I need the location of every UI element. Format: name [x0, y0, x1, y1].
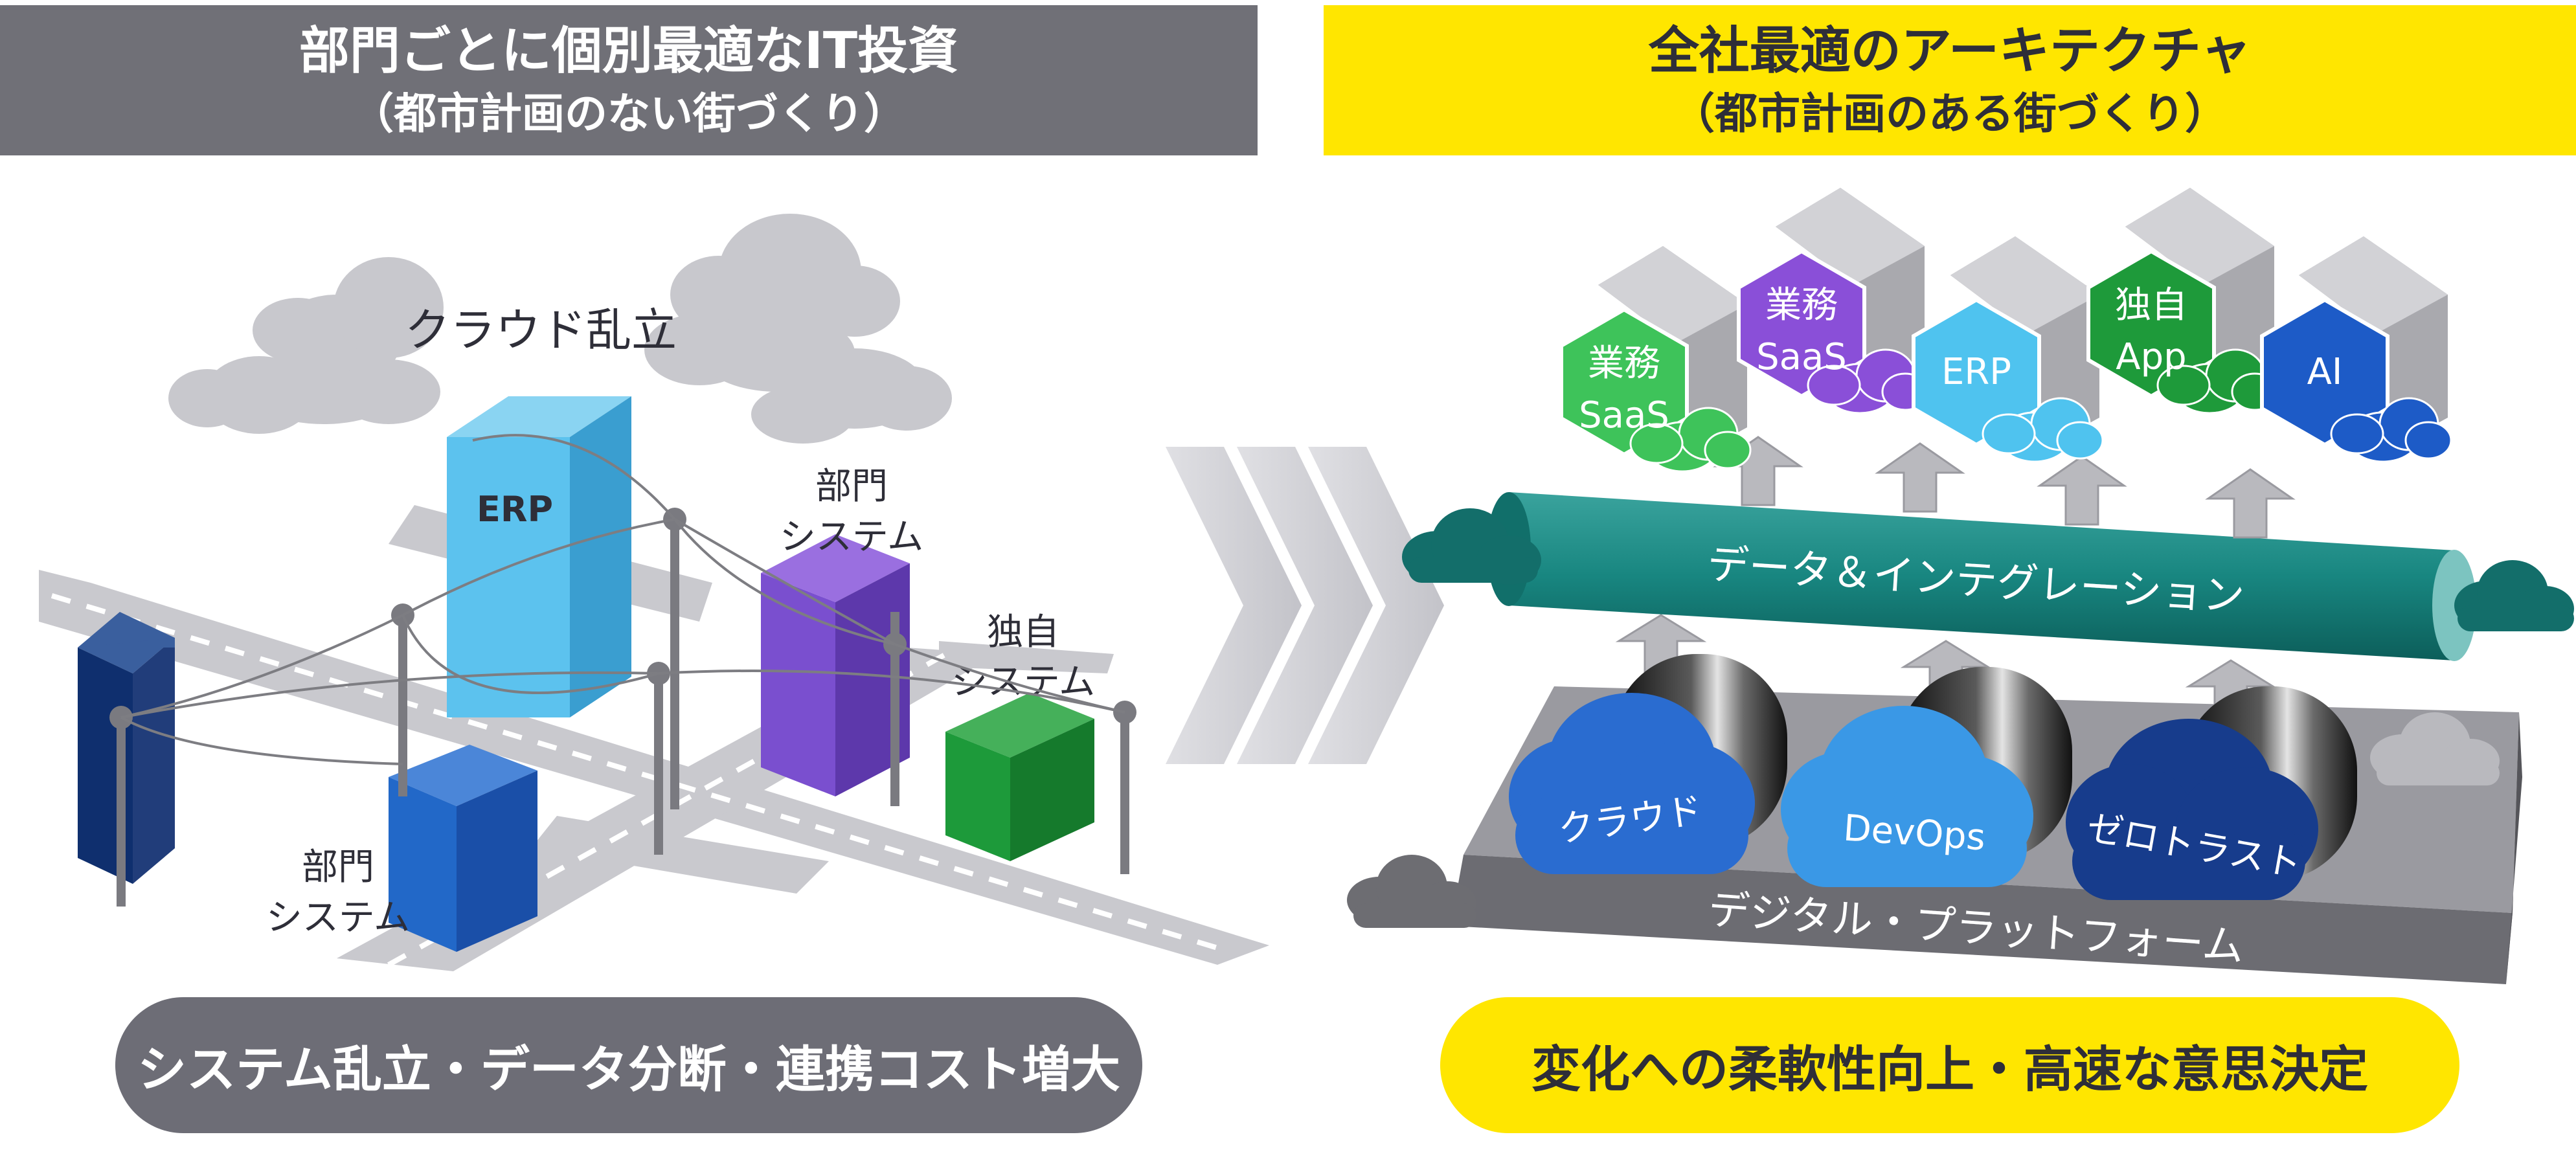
- app-hex-3: 独自 App: [2088, 188, 2277, 413]
- dept-system-b-label-line2: システム: [266, 897, 410, 939]
- cloud-sprawl-label: クラウド乱立: [405, 304, 677, 357]
- dept-system-a-label-line2: システム: [780, 516, 923, 558]
- dept-system-b-label-line1: 部門: [302, 846, 374, 888]
- own-system-label-line2: システム: [951, 661, 1095, 703]
- left-summary-pill: システム乱立・データ分断・連携コスト増大: [115, 997, 1142, 1133]
- dept-system-a-label-line1: 部門: [815, 466, 888, 508]
- app-hex-0: 業務 SaaS: [1561, 246, 1750, 471]
- app-hex-label: SaaS: [1756, 336, 1847, 378]
- app-hex-label: 独自: [2115, 284, 2187, 326]
- app-hex-label: SaaS: [1579, 394, 1669, 436]
- erp-tower-label: ERP: [477, 489, 553, 530]
- transition-arrow: [1166, 447, 1444, 764]
- app-hex-label: ERP: [1941, 351, 2011, 393]
- app-hex-label: 業務: [1765, 284, 1838, 326]
- right-summary-pill: 変化への柔軟性向上・高速な意思決定: [1440, 997, 2459, 1133]
- erp-tower: ERP: [447, 396, 631, 717]
- right-scene: デジタル・プラットフォーム: [1347, 188, 2574, 984]
- legacy-tower: [78, 612, 175, 884]
- app-hex-4: AI: [2262, 236, 2451, 462]
- cylinder-cloud: [1509, 654, 1787, 874]
- left-summary: システム乱立・データ分断・連携コスト増大: [137, 1030, 1120, 1101]
- app-hex-label: 業務: [1588, 343, 1660, 385]
- own-system-cube: [945, 693, 1094, 861]
- dept-system-tower-b: [389, 745, 537, 952]
- dept-system-tower-a: [761, 534, 910, 796]
- app-hex-label: App: [2116, 336, 2186, 378]
- app-hex-2: ERP: [1914, 236, 2103, 462]
- app-hex-label: AI: [2307, 351, 2343, 393]
- own-system-label-line1: 独自: [987, 611, 1059, 653]
- right-summary: 変化への柔軟性向上・高速な意思決定: [1531, 1030, 2368, 1101]
- app-layer: 業務 SaaS 業務 SaaS ERP 独自 App AI: [1561, 188, 2451, 471]
- app-hex-1: 業務 SaaS: [1739, 188, 1928, 413]
- left-scene: クラウド乱立 ERP 部門 システム 独自 シ: [39, 214, 1269, 971]
